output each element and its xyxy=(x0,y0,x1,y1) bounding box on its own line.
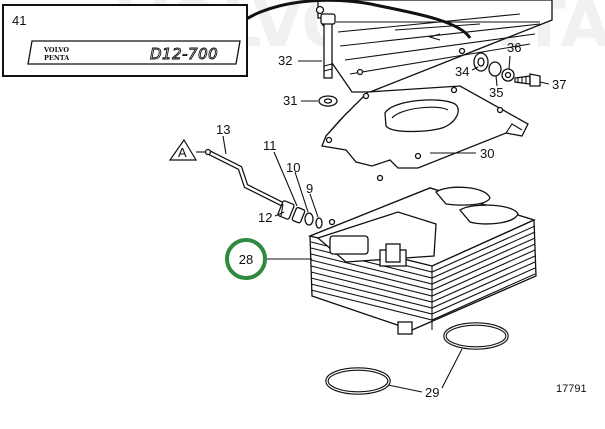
callout-36: 36 xyxy=(507,40,521,55)
callout-9: 9 xyxy=(306,181,313,196)
callout-34: 34 xyxy=(455,64,469,79)
callout-30: 30 xyxy=(480,146,494,161)
callout-11: 11 xyxy=(263,138,277,153)
bolt-assembly-34-37 xyxy=(473,52,541,87)
plate-brand-volvo: VOLVO xyxy=(43,46,69,54)
reference-marker-a: A xyxy=(168,138,206,161)
fitting-10 xyxy=(304,212,314,226)
marker-a-label: A xyxy=(178,145,187,160)
callout-32: 32 xyxy=(278,53,292,68)
oil-cooler-28 xyxy=(307,186,537,335)
callout-31: 31 xyxy=(283,93,297,108)
plate-model-text: D12-700 xyxy=(150,45,218,63)
seal-9 xyxy=(315,217,323,229)
inset-plate-41: 41 VOLVO PENTA D12-700 xyxy=(2,4,248,77)
drawing-number: 17791 xyxy=(556,383,587,395)
screw-32 xyxy=(320,13,336,79)
cooler-fin-lines xyxy=(310,225,536,321)
model-plate xyxy=(27,40,241,65)
callout-28: 28 xyxy=(239,252,253,267)
callout-12: 12 xyxy=(258,210,272,225)
washer-31 xyxy=(318,95,338,107)
mounting-plate-30 xyxy=(321,85,529,182)
plate-brand-penta: PENTA xyxy=(44,54,70,62)
callout-10: 10 xyxy=(286,160,300,175)
callout-29: 29 xyxy=(425,385,439,400)
fitting-11 xyxy=(291,206,306,224)
callout-28-highlight: 28 xyxy=(225,238,267,280)
sealing-rings-29 xyxy=(325,322,509,395)
callout-37: 37 xyxy=(552,77,566,92)
hose-line xyxy=(230,0,472,39)
callout-13: 13 xyxy=(216,122,230,137)
pipe-13 xyxy=(204,148,292,211)
callout-35: 35 xyxy=(489,85,503,100)
fitting-12 xyxy=(277,200,295,220)
callout-41: 41 xyxy=(12,13,26,28)
